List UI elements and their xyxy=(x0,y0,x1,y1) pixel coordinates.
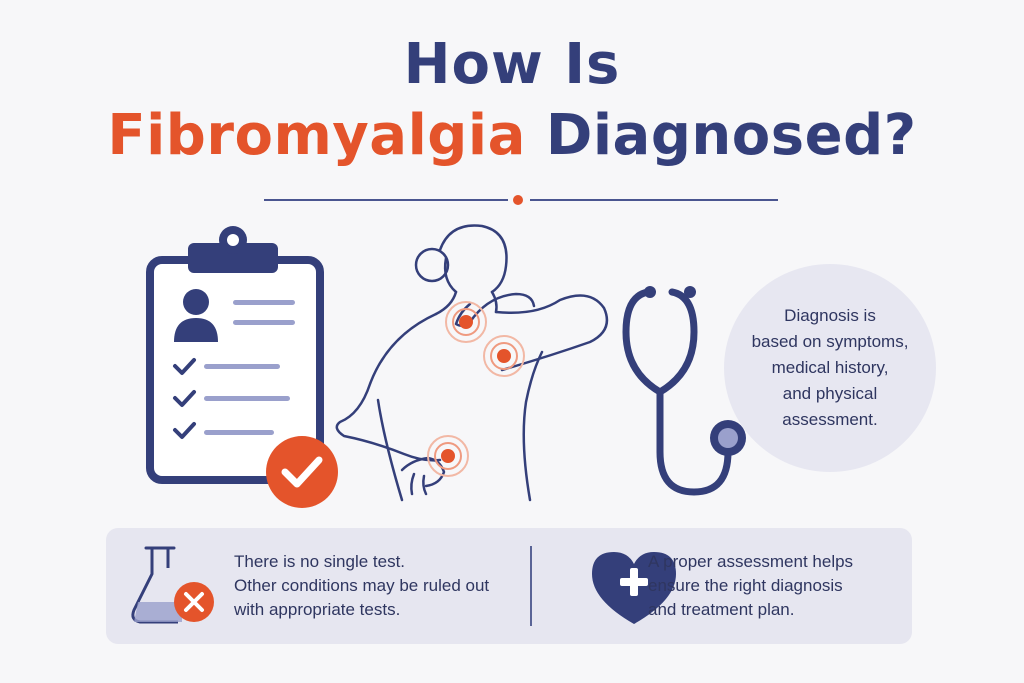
stethoscope-icon xyxy=(622,286,746,496)
no-single-test-line: with appropriate tests. xyxy=(234,600,401,619)
flask-icon xyxy=(131,546,182,624)
proper-assessment-line: A proper assessment helps xyxy=(648,552,854,571)
check-badge-icon xyxy=(266,436,338,508)
divider-left xyxy=(264,199,508,201)
panel-divider xyxy=(530,546,532,626)
diagnosis-line: Diagnosis is xyxy=(784,306,876,325)
checklist-row-2 xyxy=(173,390,290,407)
no-single-test-text: There is no single test. Other condition… xyxy=(234,550,524,622)
person-pain-points-illustration xyxy=(335,224,609,502)
info-panel: There is no single test. Other condition… xyxy=(106,528,912,644)
diagnosis-line: and physical xyxy=(782,384,878,403)
diagnosis-text: Diagnosis is based on symptoms, medical … xyxy=(741,303,919,433)
title-line-2: Fibromyalgia Diagnosed? xyxy=(0,100,1024,172)
x-badge-icon xyxy=(174,582,214,622)
title-line-1: How Is xyxy=(403,32,621,97)
diagnosis-line: medical history, xyxy=(771,358,889,377)
pain-point-shoulder xyxy=(483,335,525,377)
diagnosis-line: based on symptoms, xyxy=(751,332,909,351)
clipboard-avatar-icon xyxy=(174,289,218,342)
diagnosis-line: assessment. xyxy=(782,410,878,429)
pain-point-lower-back xyxy=(427,435,469,477)
pain-point-neck xyxy=(445,301,487,343)
page-title: How Is Fibromyalgia Diagnosed? xyxy=(0,30,1024,172)
checklist-row-1 xyxy=(173,358,280,375)
heart-plus-icon xyxy=(592,552,676,624)
clipboard-checklist-icon xyxy=(146,226,324,484)
checklist-row-3 xyxy=(173,422,274,439)
divider-dot xyxy=(513,195,523,205)
proper-assessment-line: and treatment plan. xyxy=(648,600,795,619)
title-rest: Diagnosed? xyxy=(545,103,917,168)
divider-right xyxy=(530,199,778,201)
proper-assessment-line: ensure the right diagnosis xyxy=(648,576,843,595)
no-single-test-line: There is no single test. xyxy=(234,552,406,571)
proper-assessment-text: A proper assessment helps ensure the rig… xyxy=(648,550,908,622)
diagnosis-bubble: Diagnosis is based on symptoms, medical … xyxy=(724,264,936,472)
panel-icons xyxy=(131,546,676,624)
title-accent: Fibromyalgia xyxy=(107,103,526,168)
no-single-test-line: Other conditions may be ruled out xyxy=(234,576,490,595)
